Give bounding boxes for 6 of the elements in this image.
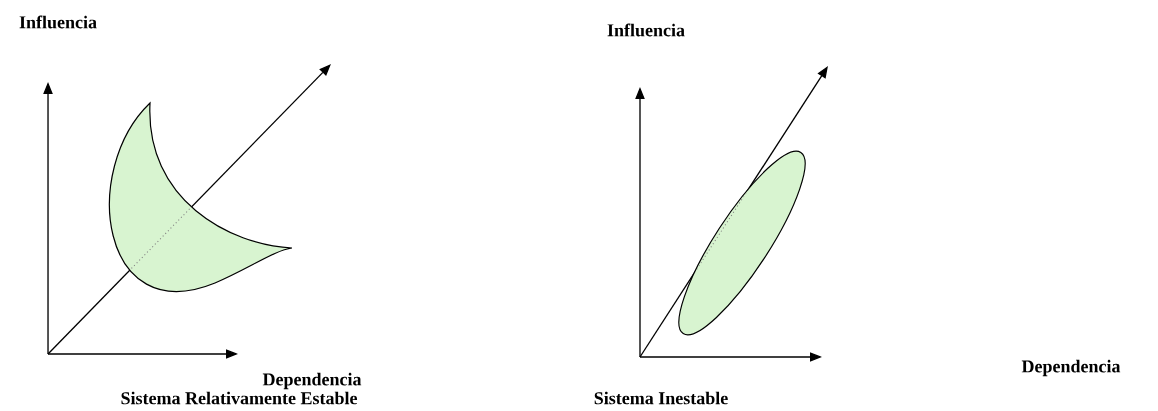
axis-label: Influencia [19,15,97,29]
axis-label: Dependencia [262,372,362,390]
axis-label: Dependencia [1021,359,1121,377]
axis-label: Influencia [607,23,685,37]
chart-caption: Sistema Inestable [594,391,728,405]
chart-caption: Sistema Relativamente Estable [121,391,358,405]
